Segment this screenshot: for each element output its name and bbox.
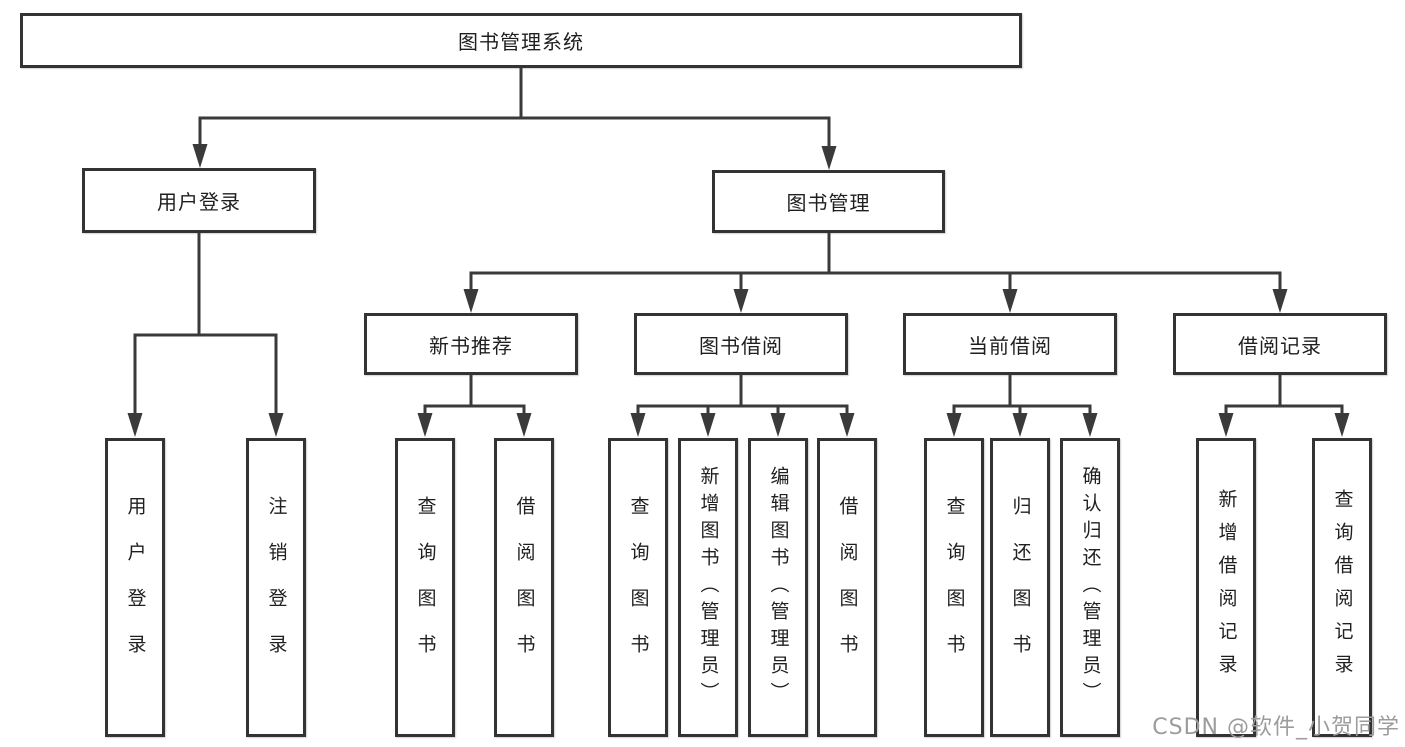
leaf-recommend-borrow-books: 借阅图书 <box>494 438 554 737</box>
leaf-current-confirm-return-admin: 确认归还（管理员） <box>1060 438 1120 737</box>
node-label: 借阅记录 <box>1238 333 1322 358</box>
leaf-borrow-edit-books-admin: 编辑图书（管理员） <box>748 438 808 737</box>
leaf-recommend-query-books: 查询图书 <box>395 438 455 737</box>
leaf-current-return-books: 归还图书 <box>990 438 1050 737</box>
leaf-borrow-borrow-books: 借阅图书 <box>817 438 877 737</box>
node-label: 查询图书 <box>943 495 966 680</box>
connector-recommend-to-leaves <box>417 375 532 437</box>
connector-book-management-to-level3 <box>463 233 1288 313</box>
watermark: CSDN @软件_小贺同学 <box>1152 715 1400 740</box>
node-label: 新增借阅记录 <box>1215 488 1238 687</box>
node-label: 图书管理系统 <box>458 30 584 54</box>
node-label: 新增图书（管理员） <box>697 466 720 709</box>
node-label: 查询图书 <box>627 495 650 680</box>
leaf-logout-login: 注销登录 <box>246 438 306 737</box>
node-label: 确认归还（管理员） <box>1079 466 1102 709</box>
node-label: 用户登录 <box>157 190 241 214</box>
leaf-borrow-query-books: 查询图书 <box>608 438 668 737</box>
node-label: 注销登录 <box>265 495 288 680</box>
node-label: 查询借阅记录 <box>1331 488 1354 687</box>
node-borrowing-records: 借阅记录 <box>1173 313 1387 375</box>
node-user-login: 用户登录 <box>82 168 316 233</box>
node-label: 用户登录 <box>124 495 147 680</box>
node-label: 借阅图书 <box>513 495 536 680</box>
connector-borrowing-to-leaves <box>630 375 855 437</box>
node-label: 归还图书 <box>1009 495 1032 680</box>
connector-records-to-leaves <box>1218 375 1350 437</box>
connector-root-to-level2 <box>192 68 837 170</box>
node-current-borrowing: 当前借阅 <box>903 313 1117 375</box>
leaf-records-query-borrow-record: 查询借阅记录 <box>1312 438 1372 737</box>
connector-current-to-leaves <box>946 375 1098 437</box>
connector-user-login-to-leaves <box>127 233 284 437</box>
node-label: 图书管理 <box>786 191 871 215</box>
leaf-current-query-books: 查询图书 <box>924 438 984 737</box>
node-label: 编辑图书（管理员） <box>767 466 790 709</box>
node-label: 新书推荐 <box>429 333 513 358</box>
leaf-user-login: 用户登录 <box>105 438 165 737</box>
leaf-borrow-add-books-admin: 新增图书（管理员） <box>678 438 738 737</box>
leaf-records-add-borrow-record: 新增借阅记录 <box>1196 438 1256 737</box>
node-book-borrowing: 图书借阅 <box>634 313 848 375</box>
node-new-book-recommend: 新书推荐 <box>364 313 578 375</box>
node-label: 当前借阅 <box>968 333 1052 358</box>
node-book-management: 图书管理 <box>712 170 945 233</box>
node-library-management-system: 图书管理系统 <box>20 13 1022 68</box>
node-label: 借阅图书 <box>836 495 859 680</box>
node-label: 查询图书 <box>414 495 437 680</box>
node-label: 图书借阅 <box>699 333 783 358</box>
